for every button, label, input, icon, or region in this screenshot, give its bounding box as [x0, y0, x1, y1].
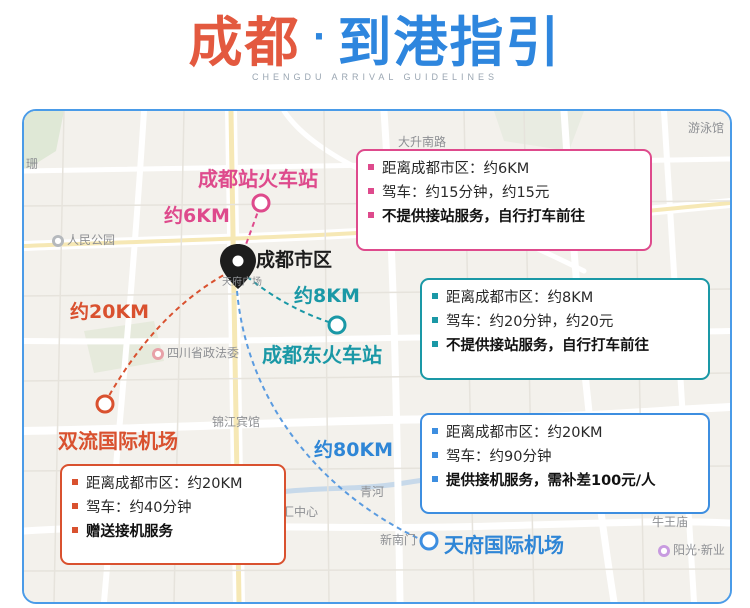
info-line: 驾车：约15分钟，约15元: [368, 181, 638, 205]
title-guide: 到港指引: [337, 10, 562, 74]
info-line: 驾车：约90分钟: [432, 445, 696, 469]
shuangliu-airport-marker: [95, 394, 115, 414]
chengdu-east-station-name: 成都东火车站: [262, 343, 382, 367]
tianfu-airport-name: 天府国际机场: [444, 533, 564, 557]
info-line: 驾车：约40分钟: [72, 496, 272, 520]
chengdu-east-station-marker: [327, 315, 347, 335]
poi-huizhong: 汇中心: [282, 505, 319, 519]
shuangliu-airport-distance: 约20KM: [70, 301, 150, 323]
page-subtitle: CHENGDU ARRIVAL GUIDELINES: [251, 72, 499, 82]
route-shuangliu: [105, 270, 232, 402]
poi-niuwang: 牛王庙: [652, 515, 689, 529]
shuangliu-airport-info: 距离成都市区：约20KM 驾车：约40分钟 赠送接机服务: [60, 464, 286, 565]
poi-label: 人民公园: [67, 233, 116, 247]
poi-label: 阳光·新业: [673, 543, 725, 557]
river-label: 青河: [360, 485, 385, 499]
poi-yangguang: ●阳光·新业: [658, 541, 725, 558]
info-line: 不提供接站服务，自行打车前往: [368, 205, 638, 229]
poi-swim-hall: 游泳馆: [688, 121, 725, 135]
poi-legal-committee: ●四川省政法委: [152, 344, 239, 361]
chengdu-station-distance: 约6KM: [164, 205, 230, 227]
chengdu-east-station-info: 距离成都市区：约8KM 驾车：约20分钟，约20元 不提供接站服务，自行打车前往: [420, 278, 710, 380]
tianfu-airport-distance: 约80KM: [314, 439, 394, 461]
chengdu-east-station-distance: 约8KM: [294, 285, 360, 307]
map-pin-icon: [220, 244, 256, 289]
poi-jinjiang-hotel: 锦江宾馆: [212, 415, 261, 429]
poi-people-park: ●人民公园: [52, 231, 115, 248]
info-line: 提供接机服务，需补差100元/人: [432, 469, 696, 493]
info-line: 不提供接站服务，自行打车前往: [432, 334, 696, 358]
info-line: 距离成都市区：约6KM: [368, 157, 638, 181]
shopping-icon: ●: [658, 544, 670, 557]
info-line: 赠送接机服务: [72, 520, 272, 544]
street-label-tianfu-square: 天府广场: [222, 277, 262, 288]
tianfu-airport-marker: [419, 531, 439, 551]
poi-left-top: 珊: [26, 157, 39, 171]
chengdu-station-info: 距离成都市区：约6KM 驾车：约15分钟，约15元 不提供接站服务，自行打车前往: [356, 149, 652, 251]
info-line: 距离成都市区：约20KM: [72, 472, 272, 496]
page-title: 成都 · 到港指引: [0, 2, 750, 74]
street-label-xinnanmen: 新南门: [380, 533, 417, 547]
map-panel[interactable]: 大升南路 游泳馆 珊 ●人民公园 ●四川省政法委 锦江宾馆 汇中心 青河 新南门…: [22, 109, 732, 604]
info-line: 距离成都市区：约8KM: [432, 286, 696, 310]
poi-label: 四川省政法委: [167, 346, 240, 360]
street-label-dasheng: 大升南路: [398, 135, 447, 149]
shuangliu-airport-name: 双流国际机场: [58, 429, 178, 453]
tianfu-airport-info: 距离成都市区：约20KM 驾车：约90分钟 提供接机服务，需补差100元/人: [420, 413, 710, 514]
chengdu-station-marker: [251, 193, 271, 213]
park-area: [24, 111, 64, 171]
chengdu-station-name: 成都站火车站: [198, 167, 318, 191]
park-icon: ●: [52, 234, 64, 247]
title-city: 成都: [188, 10, 301, 74]
info-line: 距离成都市区：约20KM: [432, 421, 696, 445]
city-center-label: 成都市区: [256, 249, 333, 271]
title-separator: ·: [312, 17, 326, 57]
government-icon: ●: [152, 347, 164, 360]
route-tianfu: [235, 272, 425, 542]
info-line: 驾车：约20分钟，约20元: [432, 310, 696, 334]
